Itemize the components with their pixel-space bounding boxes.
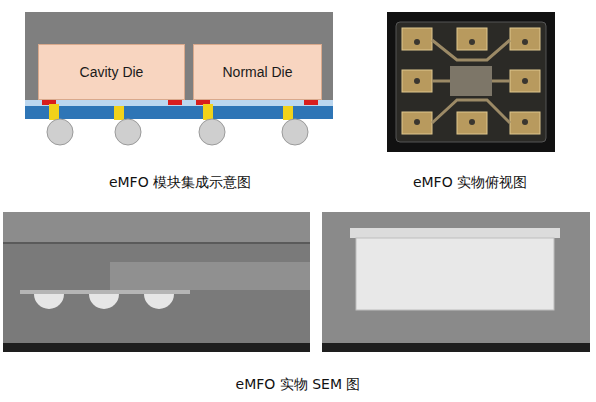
figure-caption: eMFO 模块集成示意图 bbox=[109, 174, 251, 192]
solder-ball bbox=[115, 119, 141, 145]
pad-holes bbox=[414, 39, 528, 125]
sem-rdl bbox=[350, 228, 560, 238]
traces bbox=[432, 40, 510, 123]
substrate bbox=[25, 106, 333, 119]
sem-ball bbox=[34, 294, 64, 309]
sem-mold bbox=[3, 212, 310, 242]
photo-frame bbox=[387, 12, 555, 152]
sem-rdl bbox=[20, 290, 190, 294]
die-box: Cavity Die bbox=[38, 44, 185, 100]
redistribution-layer bbox=[25, 100, 333, 106]
sem-databar bbox=[322, 343, 590, 352]
via bbox=[203, 104, 213, 120]
sem-ball bbox=[144, 294, 174, 309]
die-label: Normal Die bbox=[222, 64, 292, 80]
mold-compound bbox=[25, 12, 333, 104]
sem-image bbox=[322, 212, 590, 352]
sem-image bbox=[3, 212, 310, 352]
via bbox=[114, 106, 124, 120]
sem-interface bbox=[3, 242, 310, 244]
figure-caption: eMFO 实物 SEM 图 bbox=[236, 376, 361, 394]
bump-pad bbox=[304, 100, 318, 105]
gold-pads bbox=[402, 28, 540, 134]
figure-caption: eMFO 实物俯视图 bbox=[413, 174, 527, 192]
solder-ball bbox=[47, 119, 73, 145]
sem-die bbox=[110, 262, 310, 290]
die-box: Normal Die bbox=[193, 44, 322, 100]
die-window bbox=[450, 66, 492, 96]
bump-pad bbox=[168, 100, 182, 105]
solder-ball bbox=[282, 119, 308, 145]
sem-die bbox=[356, 238, 554, 310]
via bbox=[283, 106, 293, 120]
sem-databar bbox=[3, 343, 310, 352]
solder-ball bbox=[199, 119, 225, 145]
die-label: Cavity Die bbox=[80, 64, 144, 80]
via bbox=[49, 104, 59, 120]
sem-ball bbox=[89, 294, 119, 309]
package-top bbox=[396, 22, 546, 142]
